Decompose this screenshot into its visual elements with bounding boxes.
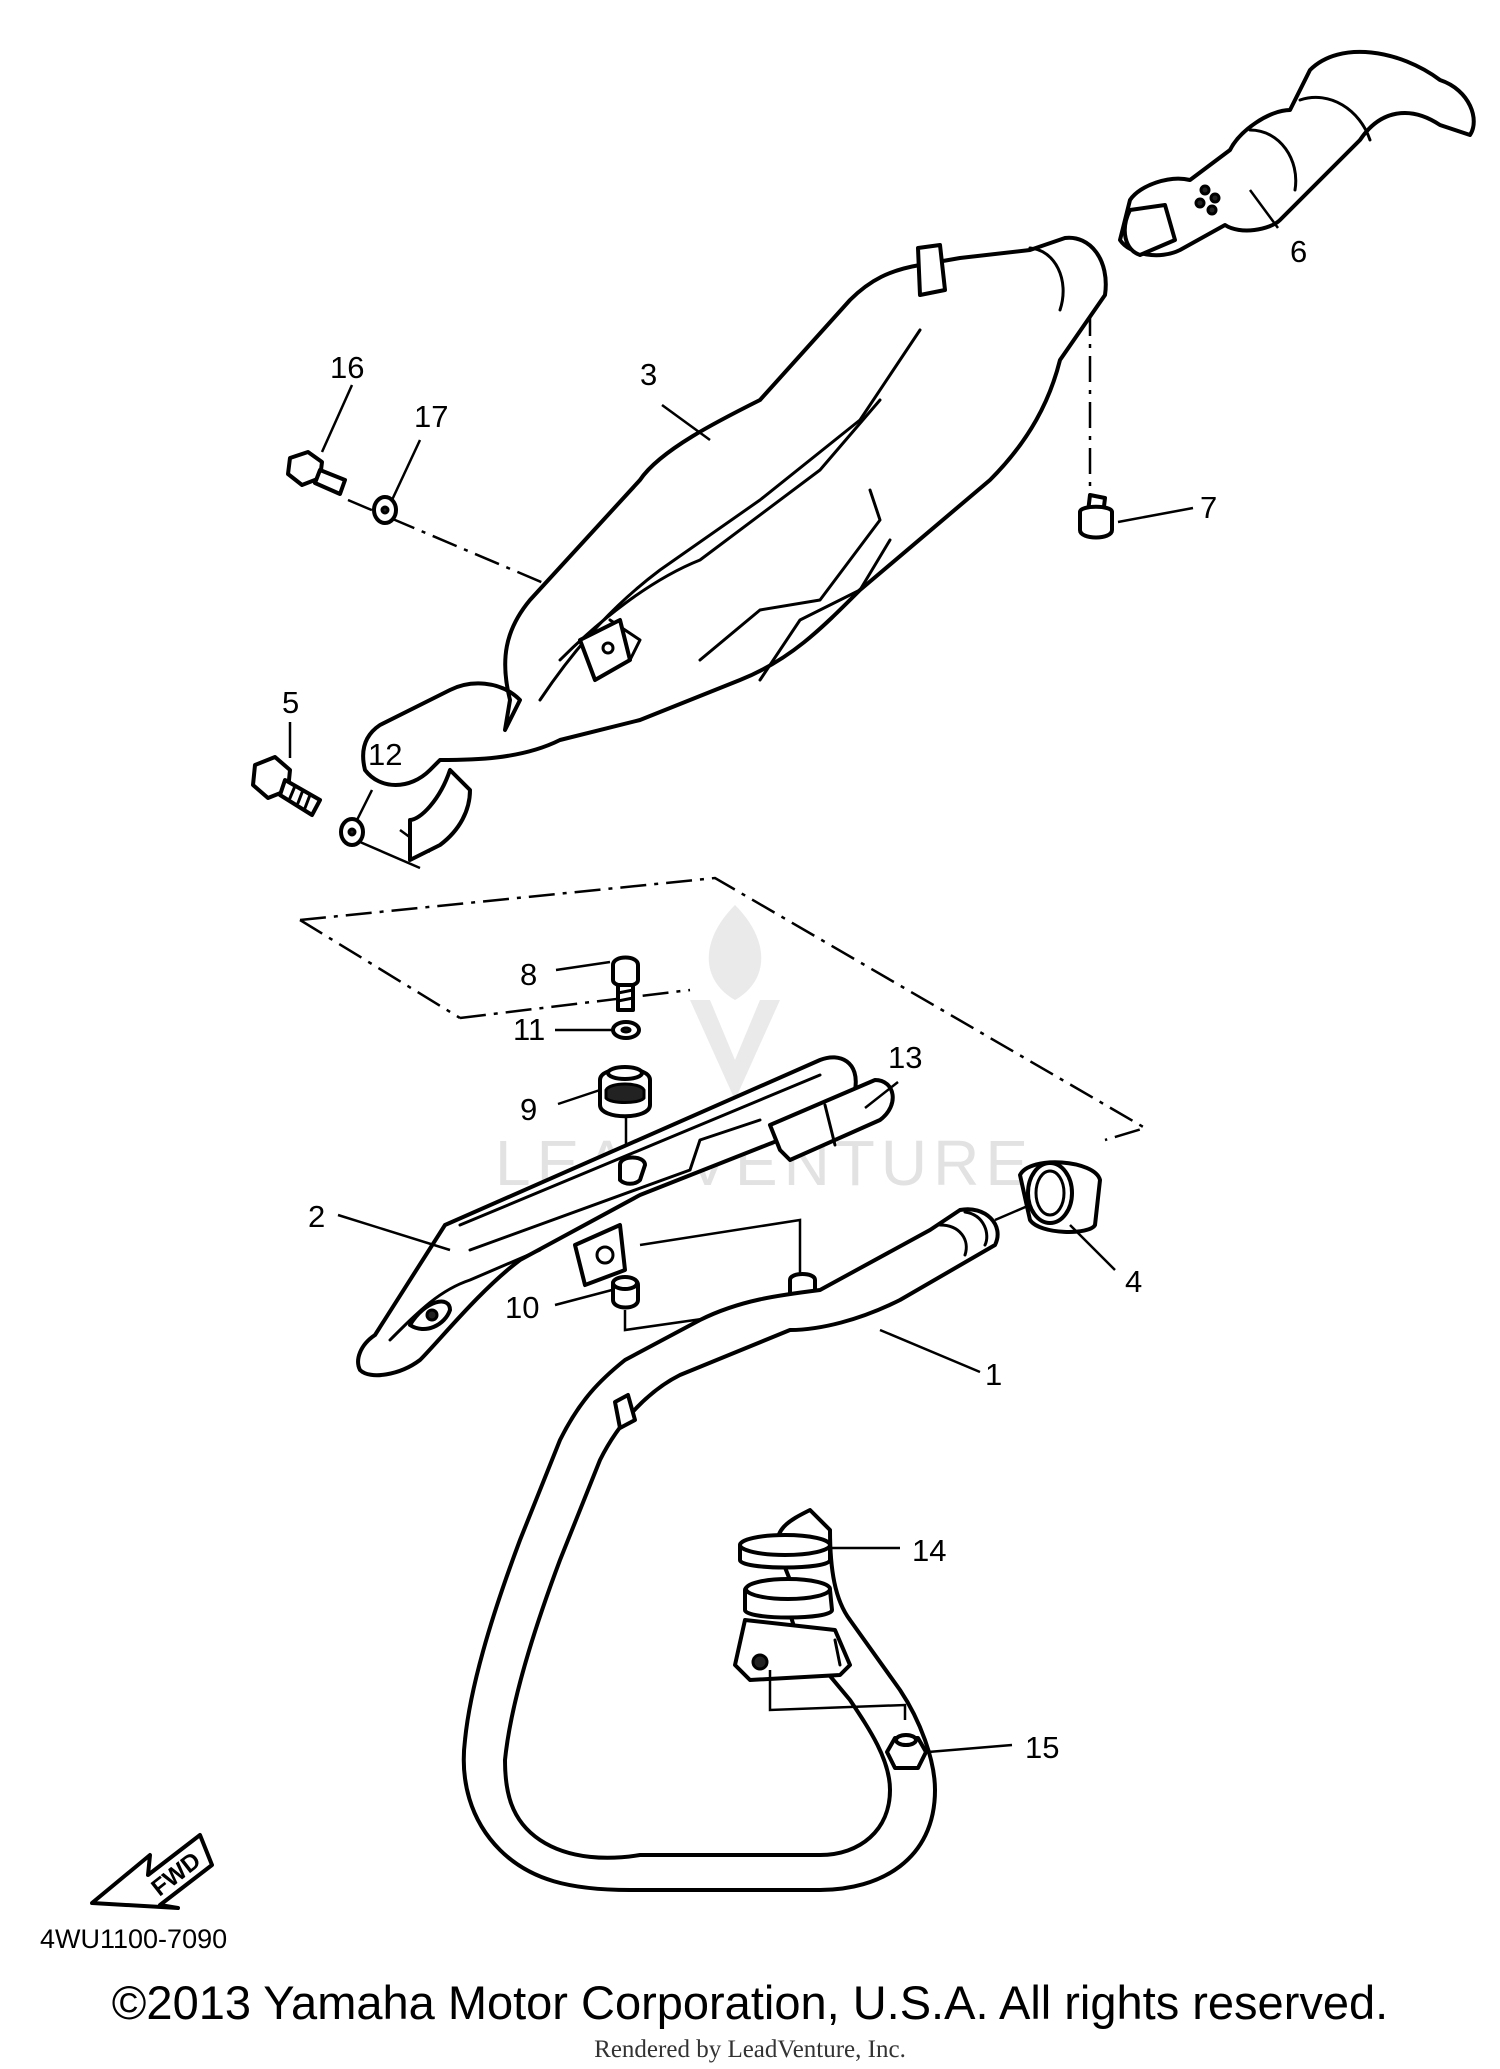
rendered-by-notice: Rendered by LeadVenture, Inc. [594,2036,906,2063]
protector-2-part [356,1055,858,1378]
callout-7: 7 [1200,490,1217,525]
insulation-13-part [768,1078,895,1162]
callout-9: 9 [520,1092,537,1127]
washer-12-part [339,817,365,847]
fwd-arrow-icon: FWD [90,1833,214,1910]
bolt-5-part [251,755,322,817]
callout-3: 3 [640,357,657,392]
callout-15: 15 [1025,1730,1059,1765]
bolt-7-part [1078,493,1114,540]
bolt-8-part [611,955,640,1012]
callout-12: 12 [368,737,402,772]
callout-10: 10 [505,1290,539,1325]
leadventure-watermark: LEADVENTURE [495,905,1028,1199]
callout-1: 1 [985,1357,1002,1392]
callout-2: 2 [308,1199,325,1234]
washer-11-part [611,1020,641,1040]
collar-10-part [611,1275,640,1310]
callout-labels: 1 2 3 4 5 6 7 8 9 10 11 12 13 14 15 16 1… [282,234,1307,1765]
callout-16: 16 [330,350,364,385]
diagram-code: 4WU1100-7090 [40,1924,227,1954]
callout-8: 8 [520,957,537,992]
tail-pipe-part [1118,49,1476,258]
exhaust-pipe-1-part [461,1207,1000,1892]
callout-5: 5 [282,685,299,720]
washer-17-part [372,495,398,525]
bolt-16-part [286,450,347,496]
callout-14: 14 [912,1533,946,1568]
assembly-dashed-lines [299,310,1149,1142]
callout-17: 17 [414,399,448,434]
callout-13: 13 [888,1040,922,1075]
callout-6: 6 [1290,234,1307,269]
nut-15-part [885,1733,928,1770]
grommet-9-part [598,1065,652,1119]
copyright-notice: ©2013 Yamaha Motor Corporation, U.S.A. A… [111,1976,1389,2029]
callout-11: 11 [513,1012,545,1047]
gasket-14-part [738,1533,834,1620]
pipe-flange-part [733,1618,852,1682]
callout-4: 4 [1125,1264,1142,1299]
muffler-part [361,235,1108,862]
callout-leaders [288,189,1280,1754]
gasket-4-part [1018,1160,1102,1234]
